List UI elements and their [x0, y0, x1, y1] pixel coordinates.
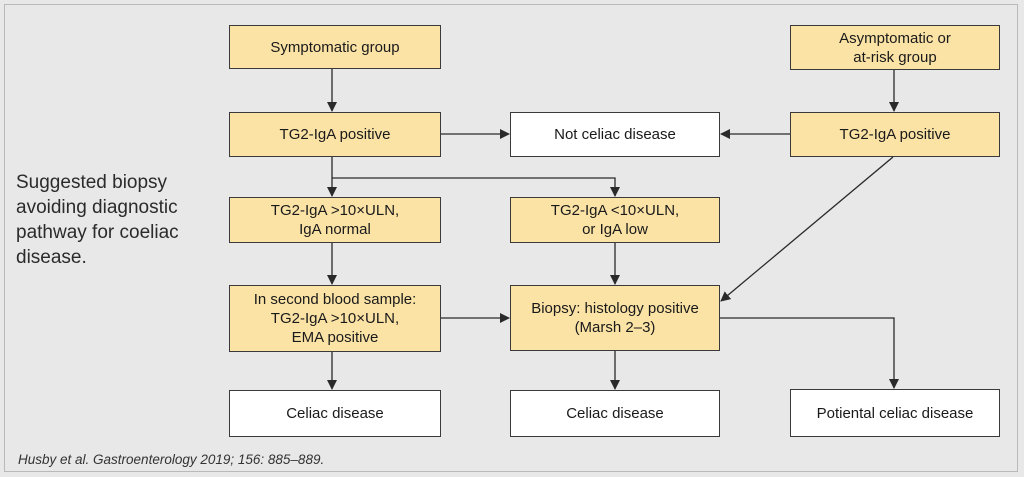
node-asymptomatic-group: Asymptomatic or at-risk group: [790, 25, 1000, 70]
node-not-celiac-disease: Not celiac disease: [510, 112, 720, 157]
node-symptomatic-group: Symptomatic group: [229, 25, 441, 69]
arrow-tg2-to-low: [332, 177, 620, 197]
node-tg2-low-igA-low: TG2-IgA <10×ULN, or IgA low: [510, 197, 720, 243]
figure-caption: Suggested biopsy avoiding diagnostic pat…: [16, 172, 179, 268]
node-biopsy-histology-positive: Biopsy: histology positive (Marsh 2–3): [510, 285, 720, 351]
node-tg2-positive-right: TG2-IgA positive: [790, 112, 1000, 157]
node-potential-celiac-disease: Potiental celiac disease: [790, 389, 1000, 437]
node-celiac-disease-middle: Celiac disease: [510, 390, 720, 437]
node-tg2-positive-left: TG2-IgA positive: [229, 112, 441, 157]
node-second-blood-sample: In second blood sample: TG2-IgA >10×ULN,…: [229, 285, 441, 352]
citation: Husby et al. Gastroenterology 2019; 156:…: [18, 452, 325, 467]
node-celiac-disease-left: Celiac disease: [229, 390, 441, 437]
node-tg2-high-igA-normal: TG2-IgA >10×ULN, IgA normal: [229, 197, 441, 243]
arrow-biopsy-to-potential: [720, 317, 899, 389]
arrow-tg2-right-to-biopsy: [720, 156, 894, 302]
